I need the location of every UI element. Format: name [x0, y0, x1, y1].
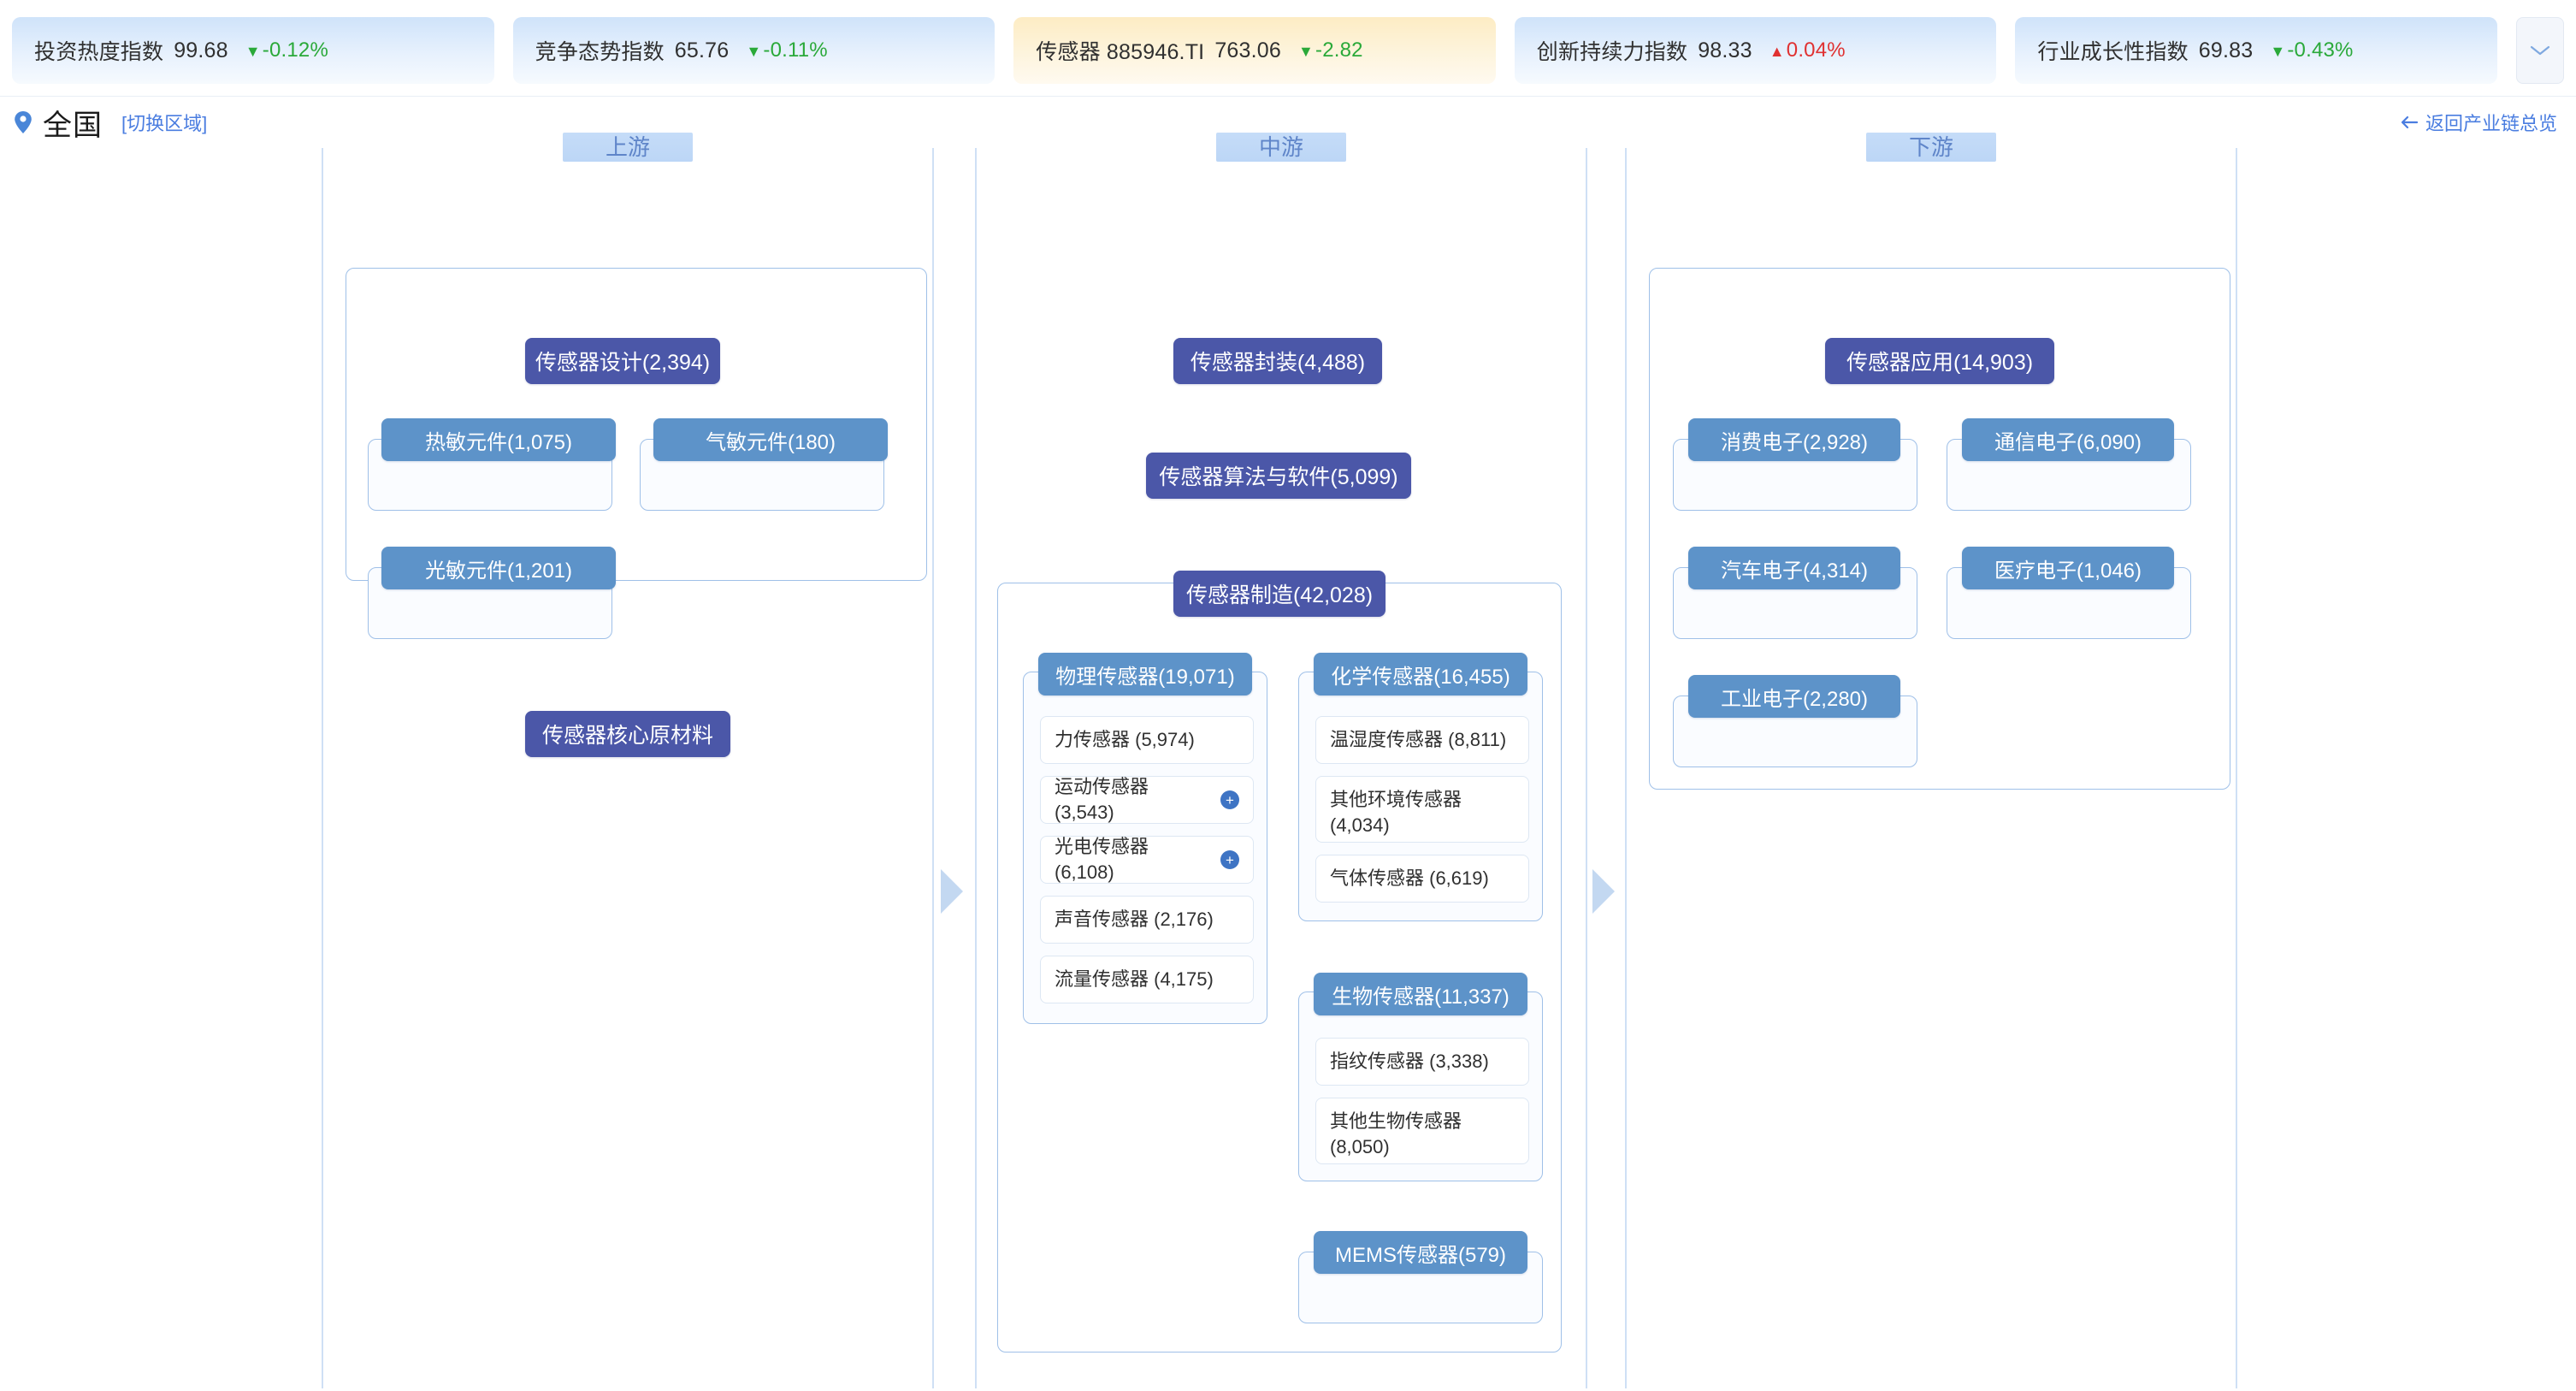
index-change-value: -0.43% [2287, 38, 2354, 62]
leaf-flow-sensor[interactable]: 流量传感器 (4,175) [1040, 956, 1254, 1003]
node-photo-element[interactable]: 光敏元件(1,201) [381, 547, 616, 589]
caret-down-icon: ▼ [746, 43, 762, 60]
leaf-label: 运动传感器 (3,543) [1055, 776, 1149, 823]
index-change-value: -2.82 [1315, 38, 1363, 62]
chevron-down-icon [2530, 45, 2550, 56]
node-biological-sensor[interactable]: 生物传感器(11,337) [1314, 973, 1527, 1015]
index-card-1[interactable]: 竞争态势指数 65.76 ▼-0.11% [512, 17, 996, 84]
leaf-label: 其他生物传感器 (8,050) [1330, 1110, 1462, 1157]
leaf-sound-sensor[interactable]: 声音传感器 (2,176) [1040, 896, 1254, 944]
index-name: 投资热度指数 [34, 40, 164, 64]
leaf-photoelectric-sensor[interactable]: 光电传感器 (6,108) + [1040, 836, 1254, 884]
flow-arrow-upstream-to-midstream [941, 869, 963, 914]
index-change: ▼-2.82 [1298, 38, 1363, 62]
leaf-other-biological-sensor[interactable]: 其他生物传感器 (8,050) [1315, 1098, 1529, 1164]
caret-down-icon: ▼ [1298, 43, 1315, 60]
leaf-temp-humidity-sensor[interactable]: 温湿度传感器 (8,811) [1315, 716, 1529, 764]
index-card-3[interactable]: 创新持续力指数 98.33 ▲0.04% [1514, 17, 1997, 84]
switch-region-link[interactable]: [切换区域] [121, 113, 208, 134]
index-value: 65.76 [674, 38, 730, 62]
index-change: ▲0.04% [1770, 38, 1846, 62]
caret-down-icon: ▼ [2270, 43, 2286, 60]
flow-arrow-midstream-to-downstream [1592, 869, 1615, 914]
node-medical-electronics[interactable]: 医疗电子(1,046) [1962, 547, 2174, 589]
index-value: 98.33 [1698, 38, 1752, 62]
index-name: 创新持续力指数 [1536, 40, 1688, 64]
node-sensor-packaging[interactable]: 传感器封装(4,488) [1173, 338, 1382, 384]
node-sensor-algorithm-software[interactable]: 传感器算法与软件(5,099) [1146, 453, 1411, 499]
leaf-label: 声音传感器 (2,176) [1055, 909, 1214, 931]
index-value: 99.68 [174, 38, 228, 62]
header-divider [0, 96, 2576, 97]
index-value: 763.06 [1214, 38, 1281, 62]
column-downstream: 下游 [1625, 133, 2237, 1388]
expand-plus-icon[interactable]: + [1220, 790, 1239, 809]
node-sensor-design[interactable]: 传感器设计(2,394) [525, 338, 720, 384]
caret-up-icon: ▲ [1769, 43, 1785, 60]
expand-plus-icon[interactable]: + [1220, 850, 1239, 869]
column-title-midstream: 中游 [1216, 133, 1346, 162]
leaf-label: 指纹传感器 (3,338) [1330, 1051, 1489, 1073]
arrow-left-icon [2401, 115, 2419, 129]
index-name: 竞争态势指数 [535, 40, 665, 64]
leaf-other-environment-sensor[interactable]: 其他环境传感器 (4,034) [1315, 776, 1529, 843]
index-change: ▼-0.12% [245, 38, 328, 62]
location-pin-icon [12, 110, 34, 135]
index-change: ▼-0.11% [746, 38, 827, 62]
leaf-gas-sensor[interactable]: 气体传感器 (6,619) [1315, 855, 1529, 903]
leaf-label: 气体传感器 (6,619) [1330, 867, 1489, 890]
index-change-value: -0.12% [262, 38, 329, 62]
node-consumer-electronics[interactable]: 消费电子(2,928) [1688, 418, 1900, 461]
column-title-upstream: 上游 [563, 133, 693, 162]
column-title-downstream: 下游 [1866, 133, 1996, 162]
index-value: 69.83 [2198, 38, 2254, 62]
index-change-value: -0.11% [763, 38, 828, 62]
leaf-label: 力传感器 (5,974) [1055, 729, 1195, 751]
industry-chain-canvas: 上游 中游 下游 传感器设计(2,394) 热敏元件(1,075) 气敏元件(1… [0, 133, 2576, 1388]
index-bar: 投资热度指数 99.68 ▼-0.12% 竞争态势指数 65.76 ▼-0.11… [0, 0, 2576, 96]
column-midstream: 中游 [975, 133, 1587, 1388]
index-change: ▼-0.43% [2270, 38, 2353, 62]
index-card-2[interactable]: 传感器 885946.TI 763.06 ▼-2.82 [1013, 17, 1496, 84]
region-row: 全国 [切换区域] 返回产业链总览 [0, 97, 2576, 148]
leaf-label: 其他环境传感器 (4,034) [1330, 789, 1462, 836]
node-industrial-electronics[interactable]: 工业电子(2,280) [1688, 675, 1900, 718]
node-automotive-electronics[interactable]: 汽车电子(4,314) [1688, 547, 1900, 589]
leaf-label: 流量传感器 (4,175) [1055, 968, 1214, 991]
leaf-label: 温湿度传感器 (8,811) [1330, 729, 1507, 751]
node-thermal-element[interactable]: 热敏元件(1,075) [381, 418, 616, 461]
caret-down-icon: ▼ [245, 43, 261, 60]
back-to-overview-link[interactable]: 返回产业链总览 [2400, 109, 2557, 136]
back-link-label: 返回产业链总览 [2425, 113, 2557, 134]
node-core-raw-material[interactable]: 传感器核心原材料 [525, 711, 730, 757]
leaf-force-sensor[interactable]: 力传感器 (5,974) [1040, 716, 1254, 764]
node-sensor-application[interactable]: 传感器应用(14,903) [1825, 338, 2054, 384]
leaf-motion-sensor[interactable]: 运动传感器 (3,543) + [1040, 776, 1254, 824]
index-card-0[interactable]: 投资热度指数 99.68 ▼-0.12% [12, 17, 494, 84]
node-mems-sensor[interactable]: MEMS传感器(579) [1314, 1231, 1527, 1274]
index-change-value: 0.04% [1786, 38, 1846, 62]
node-communication-electronics[interactable]: 通信电子(6,090) [1962, 418, 2174, 461]
leaf-label: 光电传感器 (6,108) [1055, 836, 1149, 883]
column-upstream: 上游 [322, 133, 934, 1388]
expand-indices-button[interactable] [2515, 17, 2564, 84]
region-name: 全国 [43, 109, 103, 142]
node-physical-sensor[interactable]: 物理传感器(19,071) [1038, 653, 1252, 696]
node-gas-element[interactable]: 气敏元件(180) [653, 418, 888, 461]
node-sensor-manufacture[interactable]: 传感器制造(42,028) [1173, 571, 1385, 617]
node-chemical-sensor[interactable]: 化学传感器(16,455) [1314, 653, 1527, 696]
leaf-fingerprint-sensor[interactable]: 指纹传感器 (3,338) [1315, 1038, 1529, 1086]
index-name: 行业成长性指数 [2037, 40, 2189, 64]
index-name: 传感器 885946.TI [1036, 40, 1205, 64]
index-card-4[interactable]: 行业成长性指数 69.83 ▼-0.43% [2015, 17, 2497, 84]
